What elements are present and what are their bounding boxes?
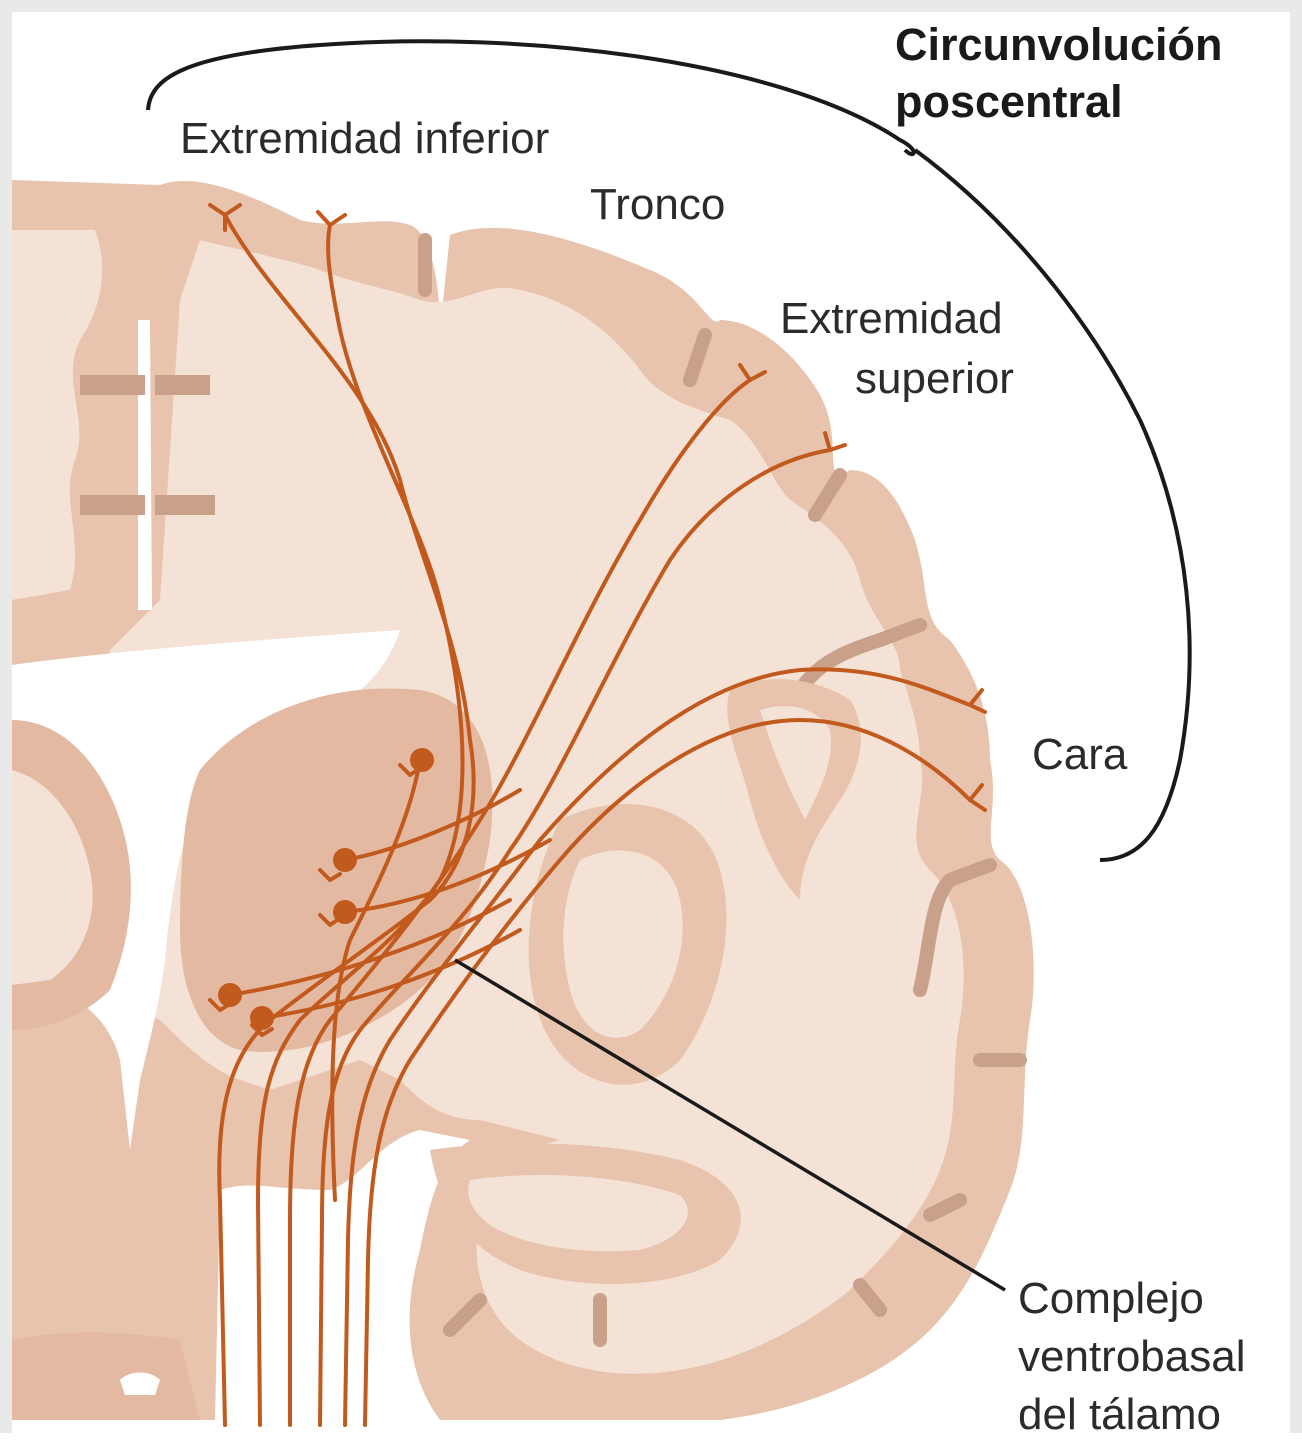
relay-neuron	[410, 748, 434, 772]
label-thalamus-line3: del tálamo	[1018, 1388, 1221, 1442]
relay-neuron	[218, 983, 242, 1007]
relay-neuron	[333, 848, 357, 872]
label-lower-limb: Extremidad inferior	[180, 112, 549, 166]
interhemispheric-fissure	[138, 320, 152, 610]
title-line1: Circunvolución	[895, 18, 1223, 72]
title-line2: poscentral	[895, 75, 1123, 129]
label-upper-limb-line2: superior	[855, 352, 1014, 406]
label-face: Cara	[1032, 728, 1127, 782]
label-upper-limb-line1: Extremidad	[780, 292, 1003, 346]
label-thalamus-line2: ventrobasal	[1018, 1330, 1245, 1384]
relay-neuron	[250, 1006, 274, 1030]
label-thalamus-line1: Complejo	[1018, 1272, 1204, 1326]
relay-neuron	[333, 900, 357, 924]
label-trunk: Tronco	[590, 178, 725, 232]
